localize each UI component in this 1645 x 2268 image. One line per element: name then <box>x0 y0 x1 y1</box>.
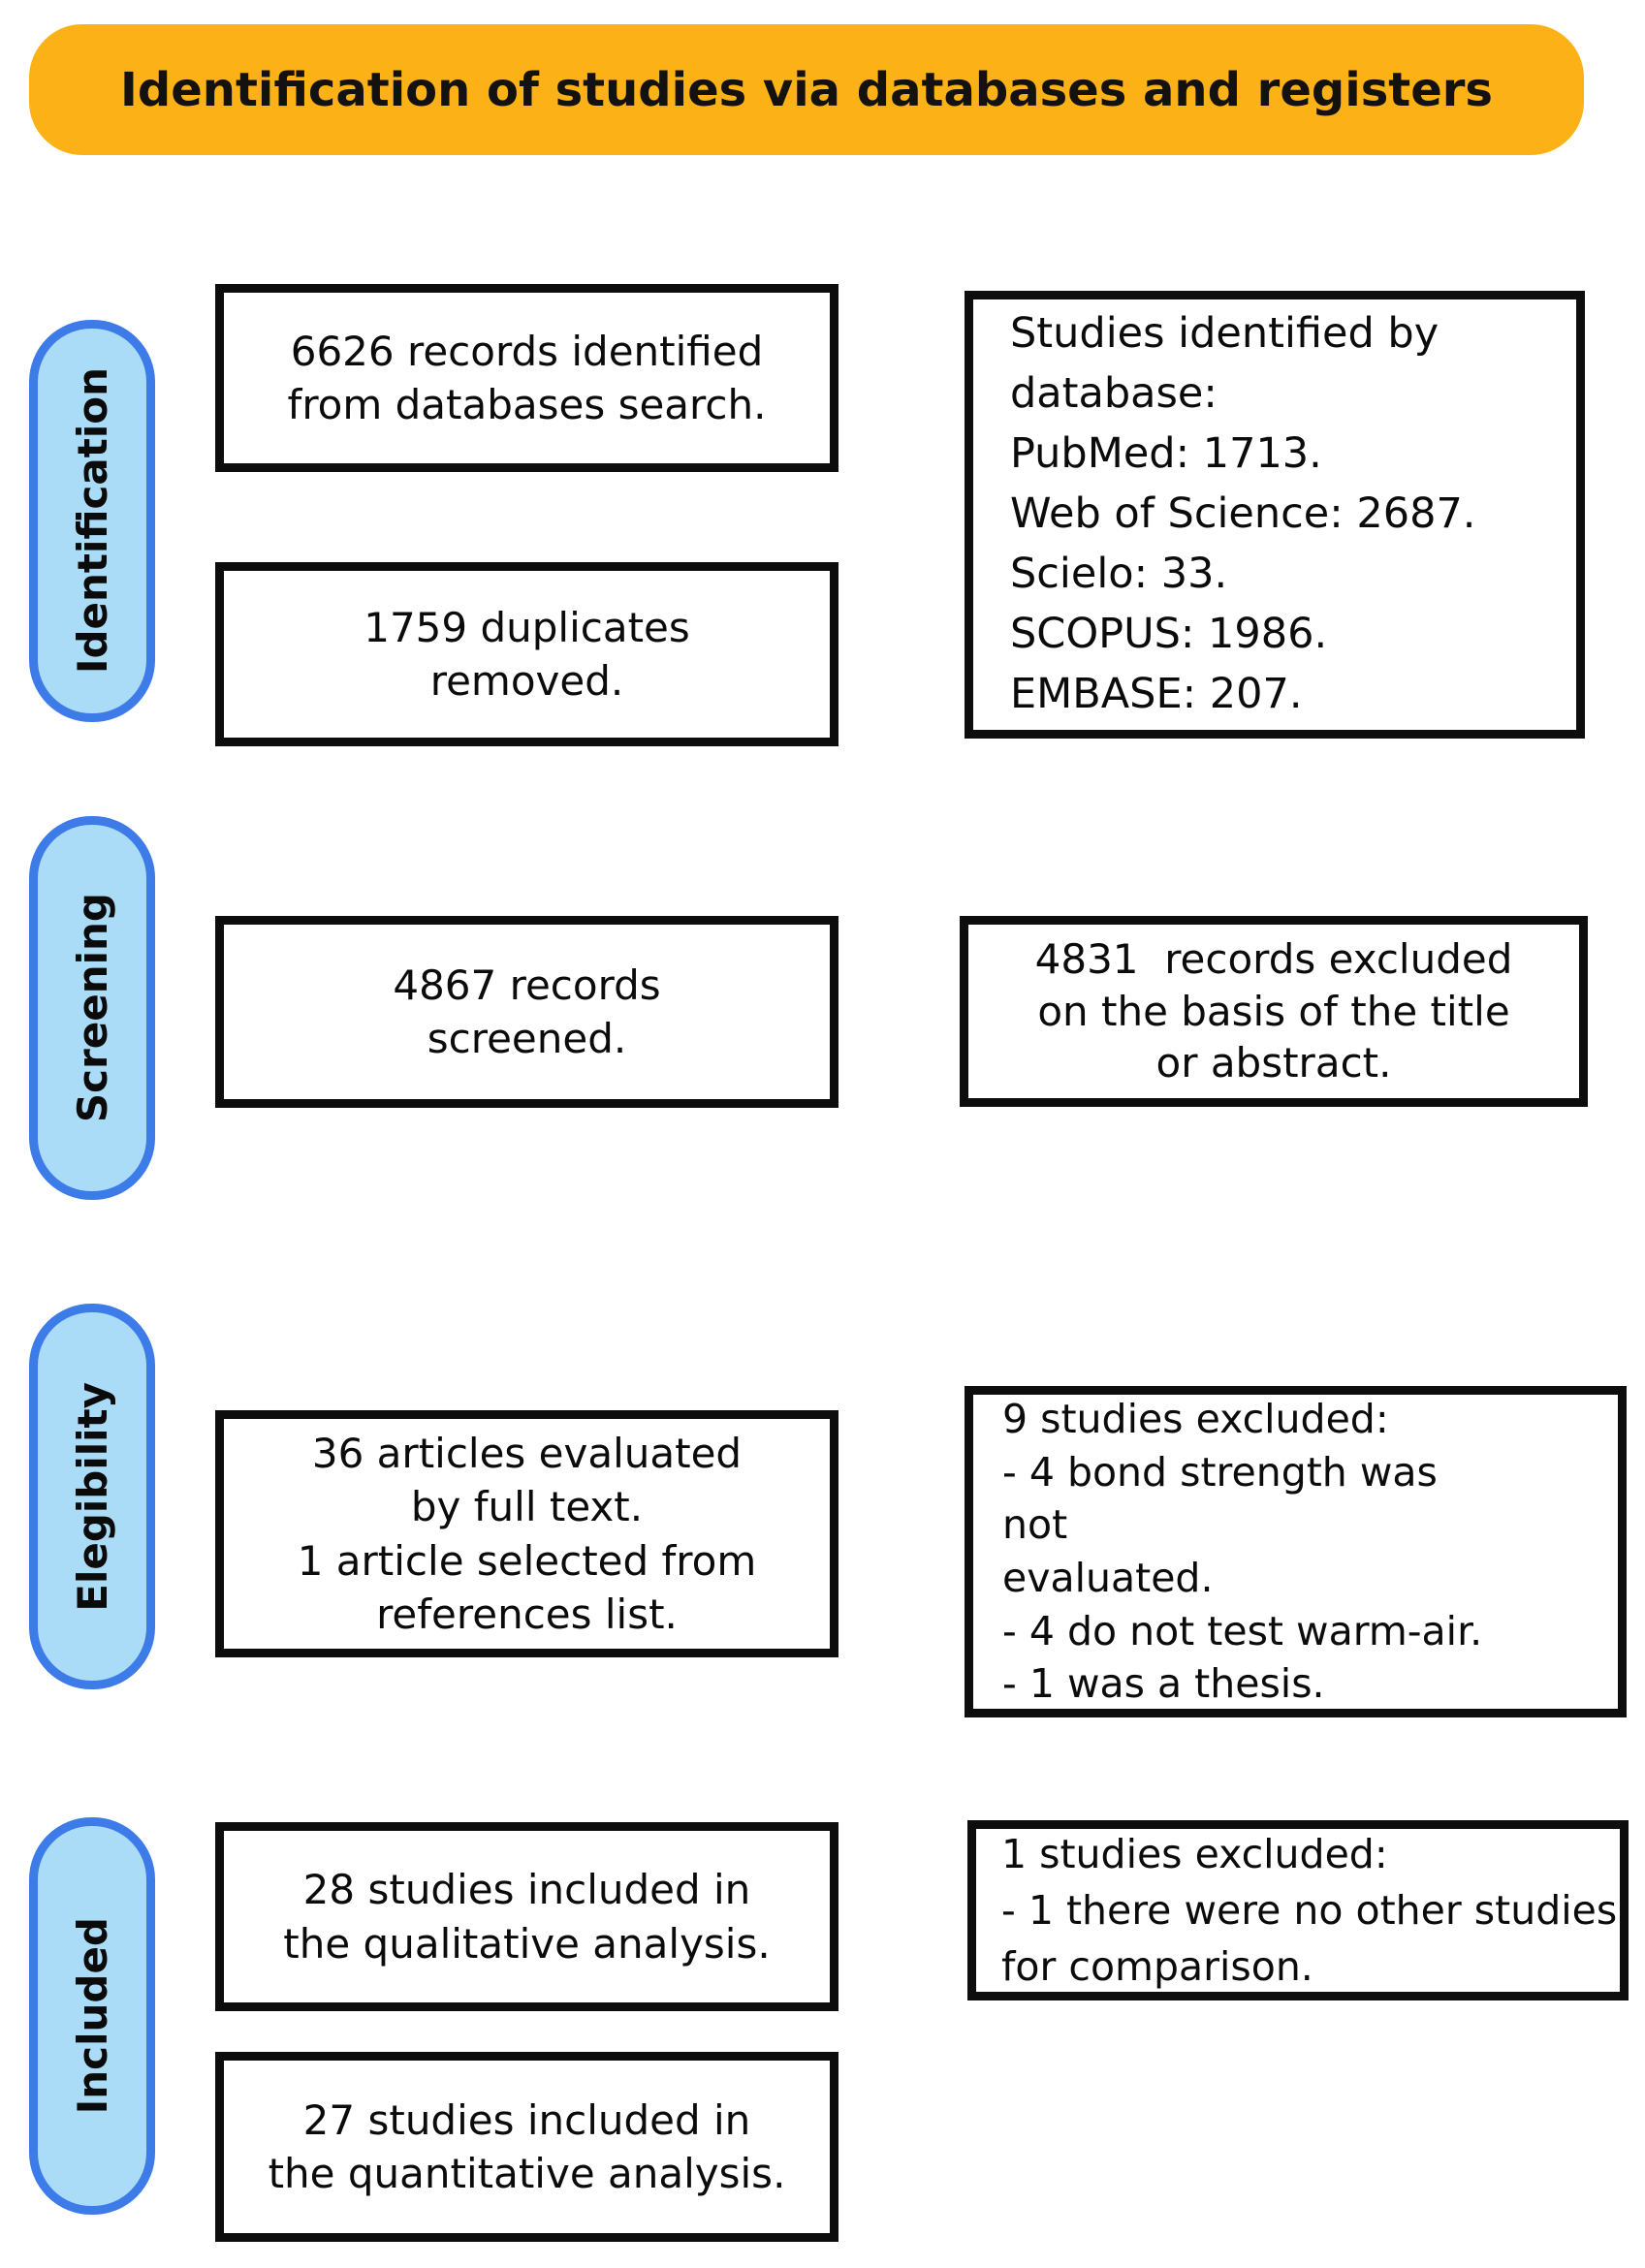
stage-pill-identification: Identification <box>29 320 155 722</box>
stage-pill-included: Included <box>29 1817 155 2215</box>
flow-box-fulltext-evaluated: 36 articles evaluated by full text. 1 ar… <box>215 1410 838 1657</box>
connector-qualitative-to-excluded <box>832 1900 975 1908</box>
title-banner: Identification of studies via databases … <box>29 24 1584 155</box>
flow-box-qualitative-included: 28 studies included in the qualitative a… <box>215 1822 838 2011</box>
qualitative-excluded-text: 1 studies excluded: - 1 there were no ot… <box>1001 1830 1618 1991</box>
connector-screened-to-fulltext <box>522 1101 531 1418</box>
stage-pill-screening: Screening <box>29 816 155 1200</box>
connector-identified-to-duplicates <box>522 465 531 570</box>
stage-pill-elegibility: Elegibility <box>29 1304 155 1689</box>
records-screened-text: 4867 records screened. <box>393 961 661 1062</box>
databases-detail-text: Studies identified by database: PubMed: … <box>1010 309 1476 718</box>
flow-box-databases-detail: Studies identified by database: PubMed: … <box>965 291 1585 739</box>
connector-screened-to-excluded <box>832 1006 967 1015</box>
stage-label-included: Included <box>68 1917 116 2115</box>
diagram-title: Identification of studies via databases … <box>120 62 1493 117</box>
flow-box-qualitative-excluded: 1 studies excluded: - 1 there were no ot… <box>967 1820 1629 2000</box>
flow-box-fulltext-excluded: 9 studies excluded: - 4 bond strength wa… <box>965 1386 1627 1717</box>
flow-box-quantitative-included: 27 studies included in the quantitative … <box>215 2052 838 2242</box>
flow-box-screening-excluded: 4831 records excluded on the basis of th… <box>960 916 1588 1107</box>
qualitative-included-text: 28 studies included in the qualitative a… <box>283 1866 771 1968</box>
connector-fulltext-to-qualitative <box>522 1651 531 1830</box>
stage-label-identification: Identification <box>68 367 116 675</box>
stage-label-screening: Screening <box>68 893 116 1123</box>
flow-box-duplicates-removed: 1759 duplicates removed. <box>215 562 838 746</box>
quantitative-included-text: 27 studies included in the quantitative … <box>268 2095 786 2197</box>
connector-screening-excluded-to-fulltext-excluded <box>1095 1100 1104 1394</box>
duplicates-removed-text: 1759 duplicates removed. <box>364 603 690 705</box>
screening-excluded-text: 4831 records excluded on the basis of th… <box>1034 934 1513 1087</box>
flow-box-records-screened: 4867 records screened. <box>215 916 838 1108</box>
fulltext-excluded-text: 9 studies excluded: - 4 bond strength wa… <box>1002 1396 1483 1708</box>
fulltext-evaluated-text: 36 articles evaluated by full text. 1 ar… <box>297 1429 757 1638</box>
records-identified-text: 6626 records identified from databases s… <box>287 327 767 428</box>
stage-label-elegibility: Elegibility <box>68 1381 116 1612</box>
flow-box-records-identified: 6626 records identified from databases s… <box>215 284 838 472</box>
connector-identified-to-databases <box>832 374 972 383</box>
connector-duplicates-to-screened <box>522 740 531 924</box>
connector-fulltext-to-excluded <box>832 1493 972 1501</box>
